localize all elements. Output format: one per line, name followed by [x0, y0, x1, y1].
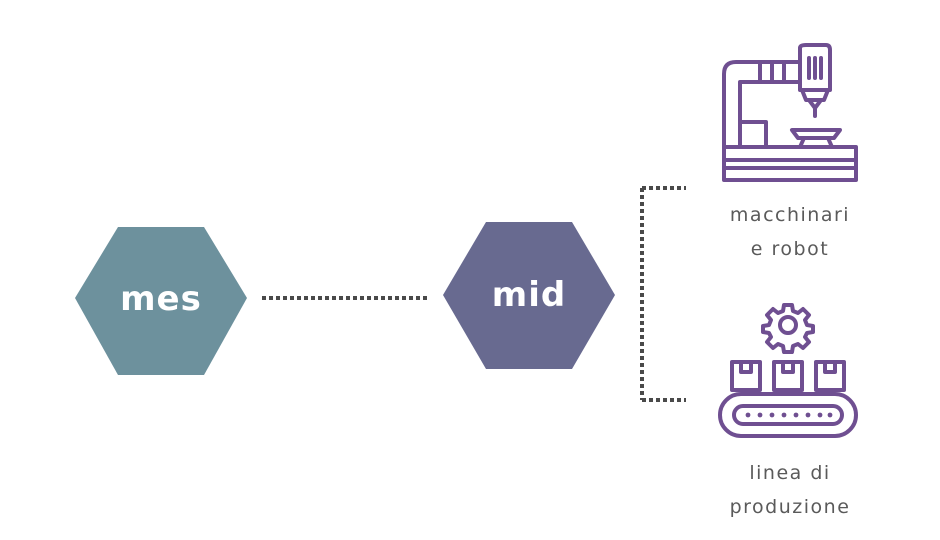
machines-robots-caption: macchinari e robot — [690, 198, 890, 266]
conveyor-rollers — [745, 412, 833, 418]
caption-line: macchinari — [729, 204, 851, 226]
branch-connector — [640, 186, 686, 402]
production-line-caption: linea di produzione — [690, 456, 890, 524]
conveyor-belt-gear-icon — [718, 303, 858, 438]
mid-node — [443, 222, 615, 369]
robot-arm-machine-icon — [722, 43, 858, 182]
caption-line: produzione — [729, 496, 851, 518]
caption-line: e robot — [750, 238, 830, 260]
caption-line: linea di — [749, 462, 831, 484]
mid-label: mid — [491, 275, 567, 315]
mes-node — [75, 227, 247, 375]
mes-label: mes — [120, 279, 202, 319]
